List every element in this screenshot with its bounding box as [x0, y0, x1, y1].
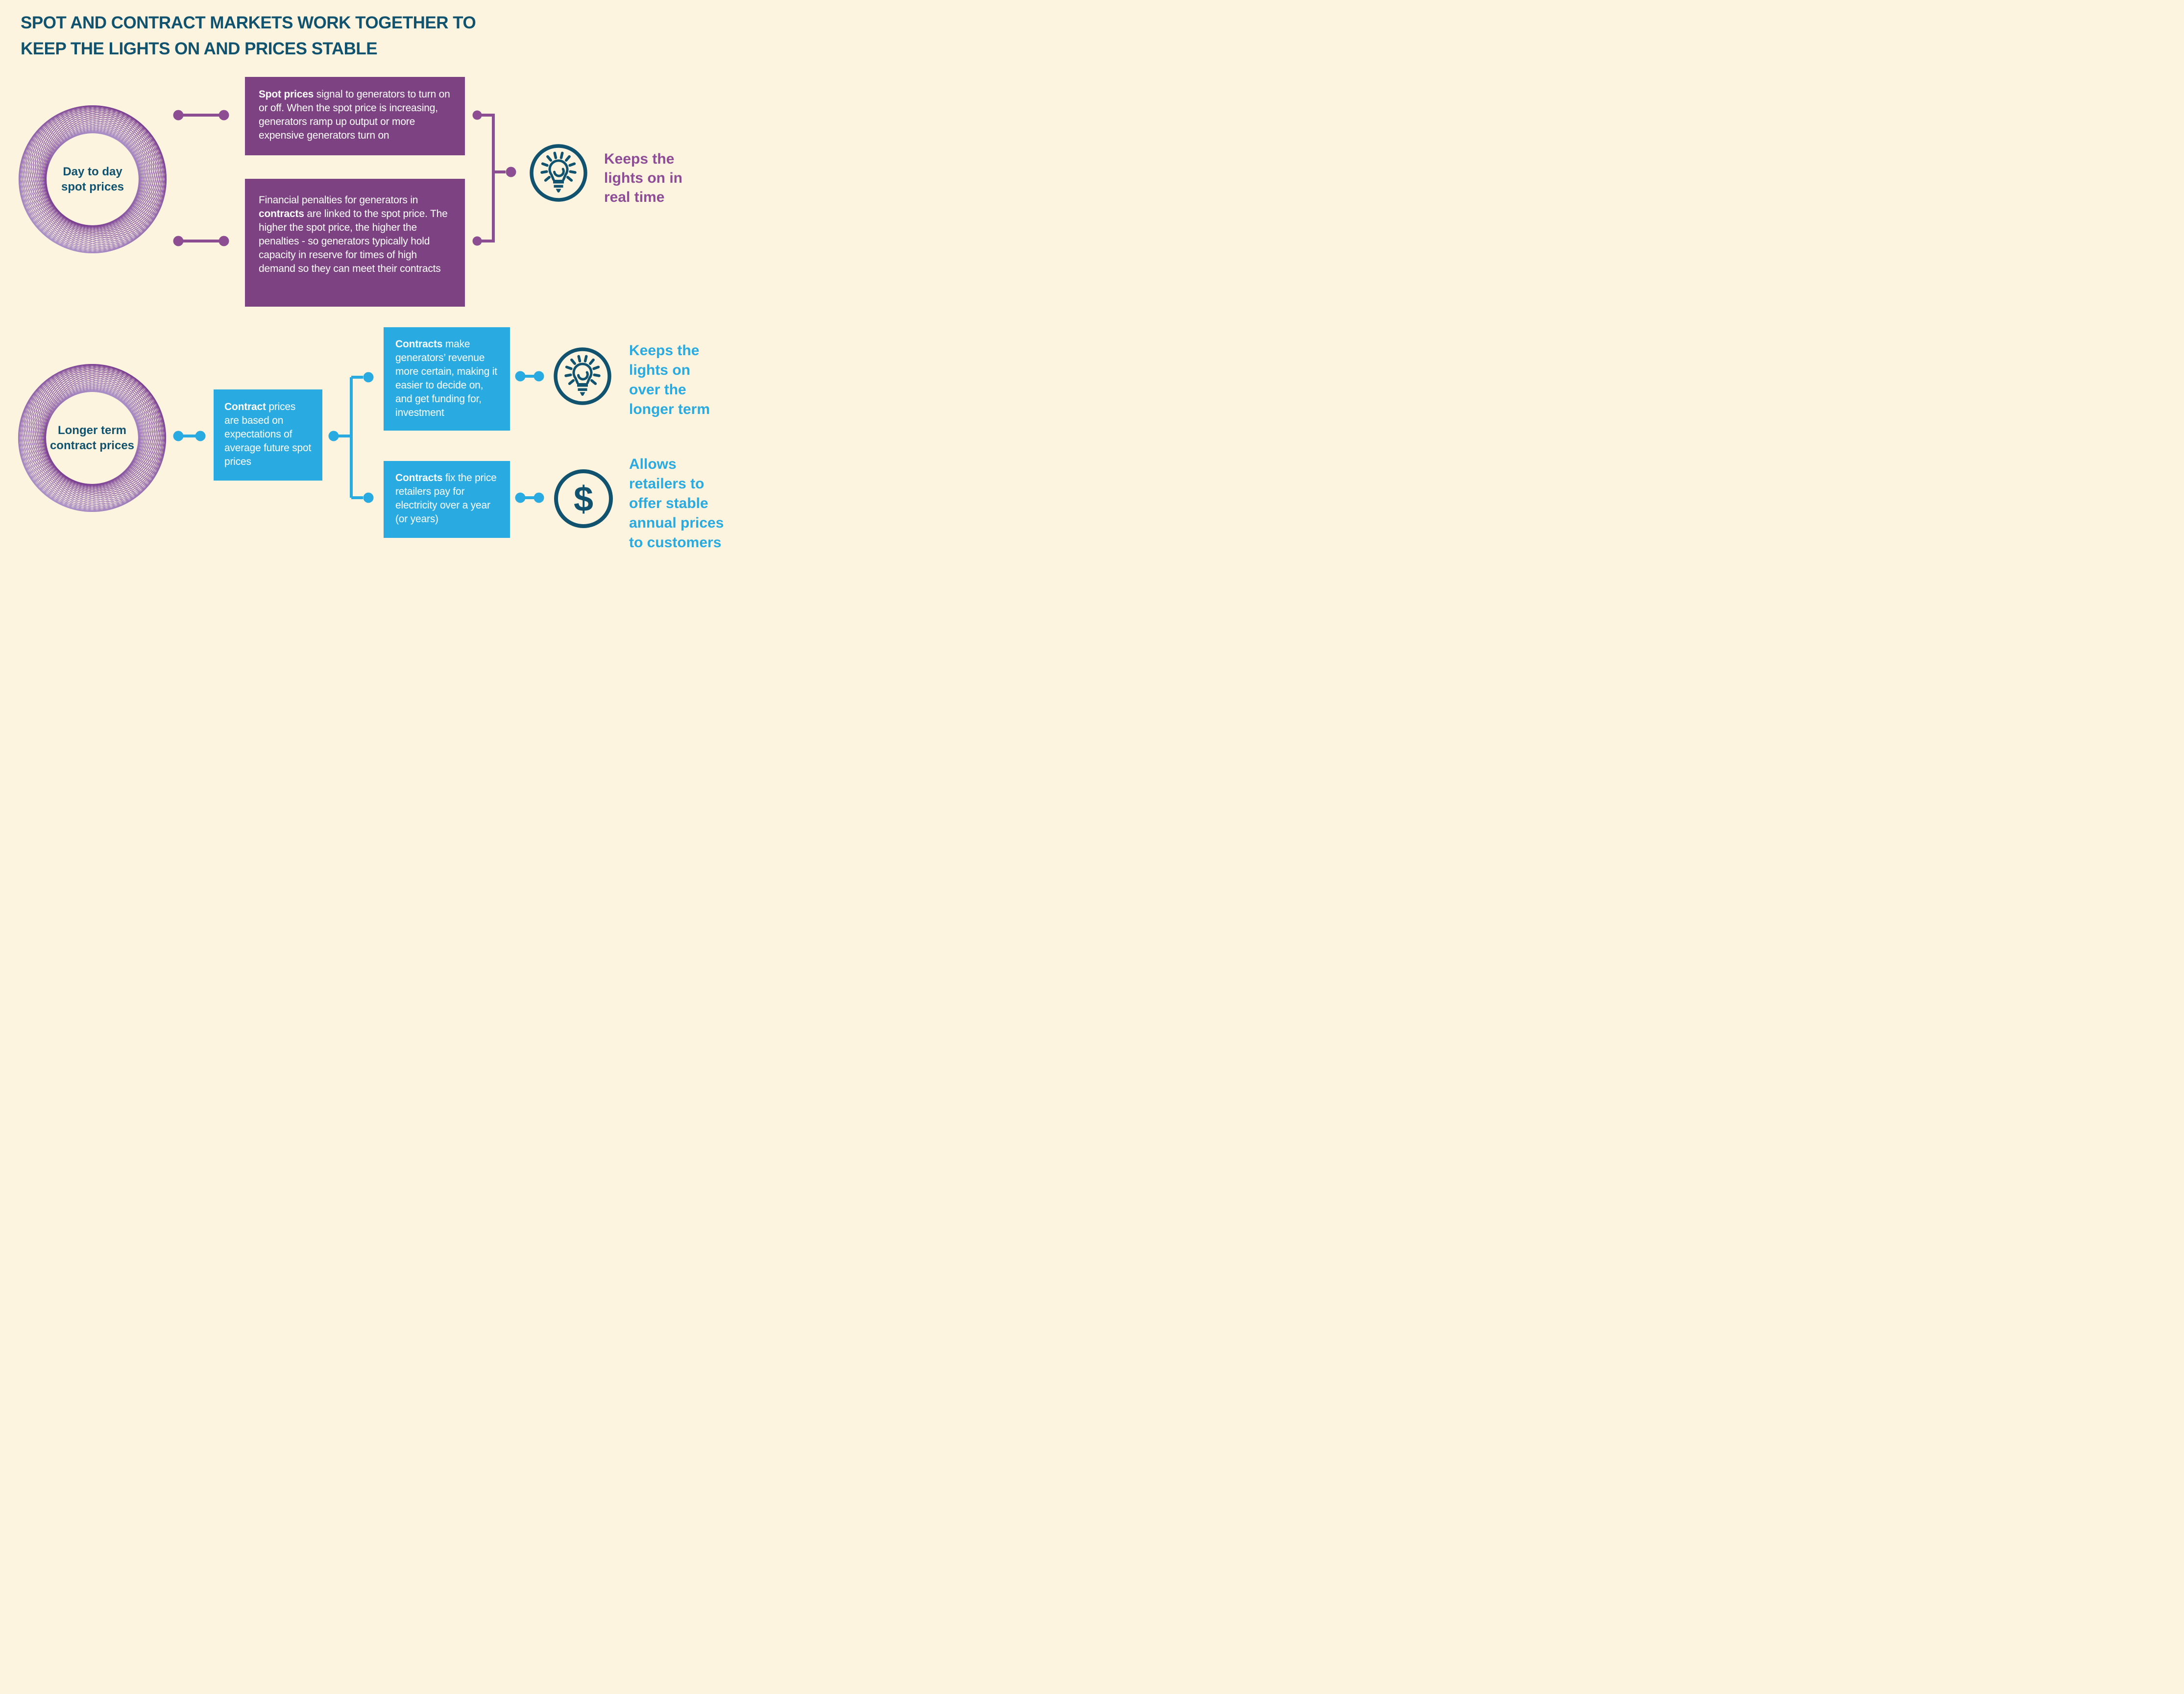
outcome-stable-prices-line-4: annual prices — [629, 515, 724, 531]
dollar-icon: $ — [554, 469, 613, 528]
outcome-realtime-line-1: Keeps the — [604, 151, 675, 167]
contract-basis-lead: Contract — [224, 401, 266, 412]
contracts-revenue-rest: make generators’ revenue more certain, m… — [395, 339, 497, 418]
contract-basis-rest: prices are based on expectations of aver… — [224, 401, 312, 467]
contract-prices-ring — [18, 363, 167, 512]
connector-revenue-to-bulb-icon — [515, 371, 544, 382]
lightbulb-icon — [553, 347, 612, 406]
spirograph-ring — [18, 105, 167, 254]
spot-ring-label-line-2: spot prices — [61, 180, 124, 194]
outcome-longerterm-line-4: longer term — [629, 401, 710, 417]
outcome-stable-prices-line-2: retailers to — [629, 476, 704, 492]
contracts-revenue-lead: Contracts — [395, 339, 443, 350]
contracts-revenue-box-text: Contracts make generators’ revenue more … — [395, 338, 498, 420]
connector-bracket-to-realtime-icon — [472, 110, 516, 246]
financial-penalties-bold: contracts — [259, 208, 304, 219]
outcome-stable-prices-line-3: offer stable — [629, 495, 708, 511]
contracts-fix-price-lead: Contracts — [395, 472, 443, 484]
outcome-realtime-line-3: real time — [604, 189, 665, 205]
spot-prices-box: Spot prices signal to generators to turn… — [245, 77, 465, 155]
financial-penalties-pre: Financial penalties for generators in — [259, 194, 418, 206]
outcome-stable-prices-line-1: Allows — [629, 456, 677, 472]
contract-prices-ring-label: Longer term contract prices — [14, 360, 170, 516]
outcome-longerterm-line-2: lights on — [629, 362, 690, 378]
financial-penalties-box: Financial penalties for generators in co… — [245, 179, 465, 307]
outcome-longerterm-text: Keeps the lights on over the longer term — [629, 341, 710, 419]
lightbulb-icon — [529, 144, 588, 202]
spot-prices-box-text: Spot prices signal to generators to turn… — [259, 88, 451, 143]
connector-ring-to-basis-box — [173, 431, 206, 441]
contract-basis-box: Contract prices are based on expectation… — [214, 389, 322, 481]
contracts-revenue-box: Contracts make generators’ revenue more … — [384, 327, 510, 431]
contract-basis-box-text: Contract prices are based on expectation… — [224, 400, 312, 469]
contracts-fix-price-rest: fix the price retailers pay for electric… — [395, 472, 497, 525]
page-title: SPOT AND CONTRACT MARKETS WORK TOGETHER … — [21, 10, 476, 62]
contract-ring-label-line-2: contract prices — [49, 439, 135, 452]
spirograph-ring — [18, 363, 167, 512]
outcome-realtime-text: Keeps the lights on in real time — [604, 149, 682, 207]
outcome-stable-prices-line-5: to customers — [629, 534, 722, 551]
financial-penalties-post: are linked to the spot price. The higher… — [259, 208, 448, 274]
contract-ring-label-line-1: Longer term — [57, 423, 126, 437]
spot-prices-box-lead: Spot prices — [259, 89, 314, 100]
page-title-line-2: KEEP THE LIGHTS ON AND PRICES STABLE — [21, 39, 378, 59]
outcome-realtime-line-2: lights on in — [604, 170, 682, 186]
spot-prices-ring — [18, 105, 167, 254]
connector-fix-to-dollar-icon — [515, 492, 544, 503]
infographic-canvas: SPOT AND CONTRACT MARKETS WORK TOGETHER … — [0, 0, 728, 565]
contracts-fix-price-box-text: Contracts fix the price retailers pay fo… — [395, 471, 498, 526]
financial-penalties-box-text: Financial penalties for generators in co… — [259, 194, 451, 276]
connector-bracket-basis-to-boxes — [328, 372, 374, 503]
dollar-glyph: $ — [574, 480, 593, 519]
spot-prices-box-rest: signal to generators to turn on or off. … — [259, 89, 450, 141]
outcome-longerterm-line-3: over the — [629, 382, 686, 398]
connector-ring-to-spot-box — [173, 110, 229, 121]
connector-ring-to-contracts-box — [173, 236, 229, 246]
contracts-fix-price-box: Contracts fix the price retailers pay fo… — [384, 461, 510, 538]
spot-prices-ring-label: Day to day spot prices — [14, 101, 171, 258]
outcome-longerterm-line-1: Keeps the — [629, 342, 700, 359]
spot-ring-label-line-1: Day to day — [63, 165, 122, 178]
outcome-stable-prices-text: Allows retailers to offer stable annual … — [629, 455, 724, 553]
page-title-line-1: SPOT AND CONTRACT MARKETS WORK TOGETHER … — [21, 13, 476, 32]
connector-lines — [173, 110, 544, 503]
